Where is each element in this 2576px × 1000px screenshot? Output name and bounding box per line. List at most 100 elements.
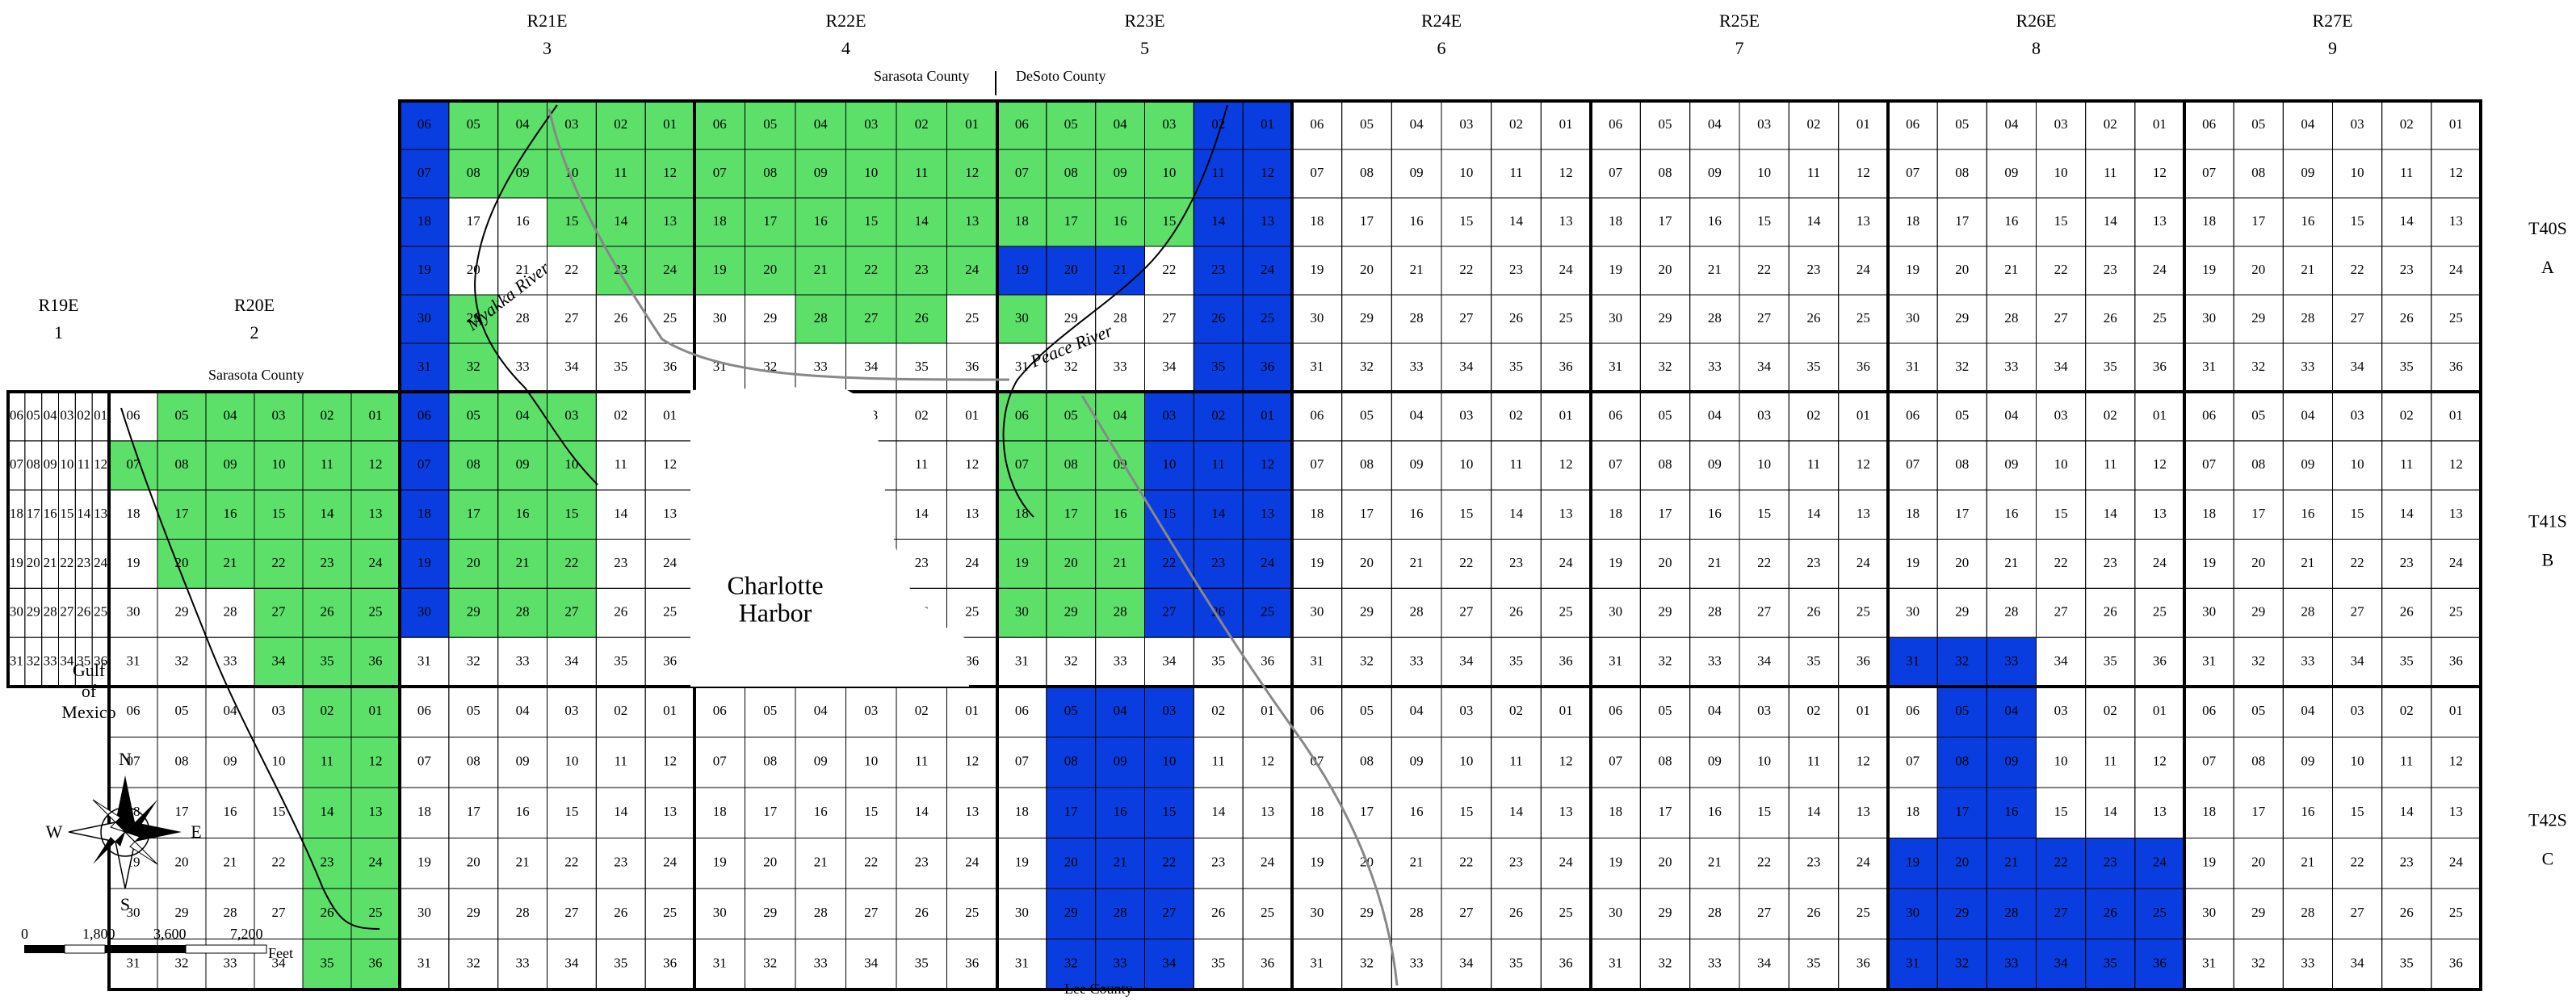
section-fill [1144, 788, 1194, 838]
section-number: 18 [1906, 804, 1919, 819]
section-number: 35 [915, 359, 929, 374]
section-number: 22 [864, 855, 878, 870]
section-number: 29 [27, 604, 40, 620]
section-number: 10 [2351, 456, 2364, 472]
section-number: 12 [2153, 165, 2167, 180]
section-number: 08 [763, 165, 777, 180]
section-number: 06 [2202, 407, 2216, 422]
section-number: 10 [2054, 456, 2068, 472]
section-number: 27 [564, 310, 579, 326]
section-number: 31 [1906, 359, 1919, 374]
section-number: 16 [1708, 804, 1722, 819]
section-fill [254, 588, 303, 638]
section-number: 33 [1708, 653, 1722, 668]
range-idx: 2 [250, 322, 259, 342]
section-fill [351, 939, 400, 989]
section-number: 06 [713, 703, 727, 718]
section-number: 09 [1410, 456, 1424, 472]
section-number: 29 [1659, 905, 1672, 920]
section-number: 13 [965, 213, 979, 229]
section-number: 22 [564, 262, 578, 277]
range-idx: 1 [54, 322, 63, 342]
section-number: 08 [175, 754, 189, 769]
section-number: 08 [1955, 456, 1969, 472]
section-number: 15 [1757, 213, 1771, 229]
section-number: 26 [2400, 604, 2414, 620]
section-number: 04 [516, 407, 531, 422]
section-number: 36 [1856, 359, 1870, 374]
section-number: 34 [60, 653, 74, 668]
section-number: 26 [2104, 310, 2117, 326]
section-number: 34 [2054, 359, 2069, 374]
section-number: 15 [864, 213, 878, 229]
section-number: 14 [321, 804, 335, 819]
section-number: 05 [763, 703, 777, 718]
section-number: 34 [272, 956, 287, 971]
section-number: 10 [2351, 165, 2364, 180]
section-number: 15 [2054, 506, 2068, 521]
section-fill [448, 343, 498, 392]
section-number: 08 [2251, 165, 2265, 180]
section-number: 18 [713, 213, 727, 229]
range-code: R19E [38, 295, 78, 315]
section-fill [596, 149, 646, 198]
section-number: 18 [1015, 804, 1029, 819]
section-number: 31 [1906, 956, 1919, 971]
section-number: 31 [713, 956, 727, 971]
section-number: 29 [763, 310, 777, 326]
section-number: 35 [321, 653, 334, 668]
section-number: 12 [1261, 165, 1274, 180]
section-number: 22 [2054, 855, 2068, 870]
section-number: 27 [1162, 604, 1177, 620]
scale-bar: 0 1,800 3,600 7,200 Feet [21, 926, 293, 961]
section-fill [254, 637, 303, 687]
section-number: 24 [663, 855, 678, 870]
section-number: 28 [1114, 604, 1127, 620]
section-fill [795, 198, 846, 246]
section-number: 23 [614, 262, 627, 277]
section-number: 16 [1114, 804, 1127, 819]
section-number: 13 [1856, 213, 1870, 229]
section-number: 36 [94, 653, 107, 668]
section-number: 16 [814, 213, 828, 229]
section-number: 06 [713, 116, 727, 132]
section-number: 23 [77, 555, 90, 570]
section-number: 09 [2004, 456, 2018, 472]
section-number: 22 [60, 555, 73, 570]
section-number: 30 [1310, 604, 1324, 620]
section-number: 32 [2251, 653, 2265, 668]
section-fill [400, 489, 449, 540]
section-fill [303, 440, 351, 490]
section-number: 24 [369, 555, 384, 570]
section-fill [1095, 149, 1145, 198]
range-code: R25E [1719, 11, 1760, 31]
section-number: 09 [44, 456, 57, 472]
section-number: 04 [2004, 116, 2019, 132]
section-number: 23 [1211, 262, 1225, 277]
section-number: 28 [2301, 310, 2314, 326]
section-number: 34 [864, 956, 879, 971]
section-number: 21 [224, 855, 237, 870]
section-fill [351, 737, 400, 788]
section-number: 35 [614, 359, 627, 374]
section-number: 10 [2054, 754, 2068, 769]
section-number: 35 [1807, 653, 1821, 668]
section-number: 32 [763, 956, 777, 971]
section-number: 24 [94, 555, 108, 570]
section-number: 02 [2104, 703, 2117, 718]
section-number: 12 [965, 165, 979, 180]
section-fill [1937, 939, 1987, 989]
section-fill [1046, 392, 1096, 441]
section-number: 17 [2251, 213, 2266, 229]
section-number: 03 [564, 116, 578, 132]
section-fill [157, 489, 206, 540]
section-fill [157, 539, 206, 589]
section-fill [1987, 838, 2037, 889]
section-number: 06 [1015, 407, 1029, 422]
section-number: 18 [1609, 804, 1622, 819]
section-number: 13 [1261, 506, 1274, 521]
section-number: 11 [2104, 754, 2117, 769]
section-fill [1243, 440, 1292, 490]
section-number: 36 [1559, 956, 1573, 971]
section-number: 11 [321, 754, 334, 769]
